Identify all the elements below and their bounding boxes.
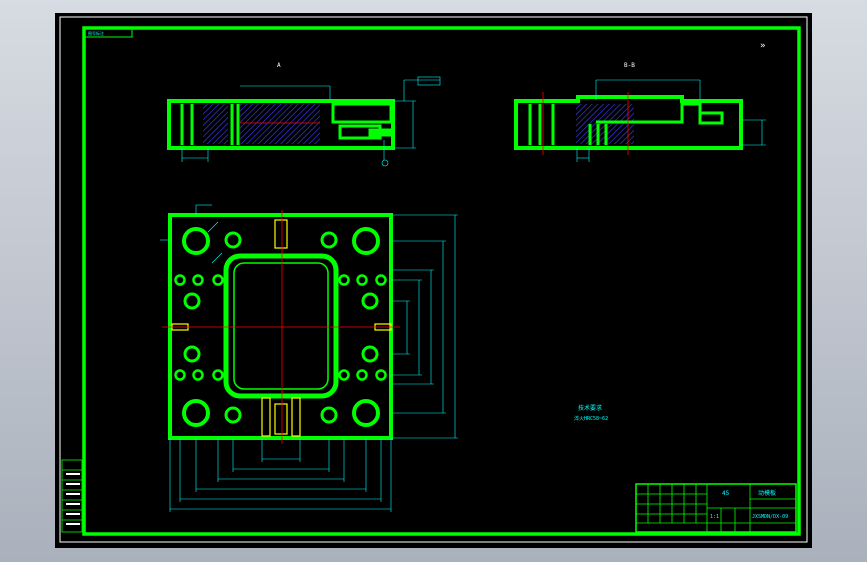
side-view-pockets: [528, 102, 724, 145]
central-pocket: [223, 253, 339, 399]
small-corner-holes: [174, 274, 387, 381]
front-view-hatch-2: [203, 104, 228, 144]
section-b-label: B-B: [624, 62, 635, 69]
tag-label: 图号标注: [88, 30, 104, 36]
title-block: 45 动模板 JXSMDN/DX-09 1:1: [635, 483, 797, 533]
front-view-dims: [181, 76, 441, 167]
tag-box: [83, 27, 133, 38]
plan-view: [160, 204, 458, 512]
corner-mark: »: [760, 41, 765, 51]
front-section-view: A: [167, 62, 441, 167]
section-a-label: A: [277, 62, 281, 69]
screw-holes: [183, 231, 379, 424]
plan-dims-right: [391, 214, 458, 439]
revision-table: [61, 459, 83, 533]
side-section-view: B-B: [514, 62, 766, 162]
sheet-outer-border: [59, 16, 808, 543]
front-view-hatch: [240, 104, 320, 144]
title-drawing-no: JXSMDN/DX-09: [752, 514, 788, 520]
plan-dims-bottom: [169, 438, 392, 512]
title-material: 45: [722, 490, 730, 497]
side-view-dims: [576, 79, 766, 162]
title-scale: 1:1: [710, 514, 719, 520]
plan-leaders: [160, 204, 223, 264]
sheet-frame: [82, 26, 801, 536]
front-view-pockets: [180, 102, 393, 145]
side-view-outline: [514, 95, 743, 150]
front-view-outline: [167, 99, 395, 150]
central-pocket-inner: [233, 262, 329, 390]
revision-table-marks: [66, 473, 80, 525]
technical-note-title: 技术要求: [578, 404, 602, 412]
guide-pillar-holes: [182, 227, 380, 427]
technical-note-body: 淬火HRC58~62: [574, 415, 608, 422]
title-part-name: 动模板: [758, 489, 776, 497]
